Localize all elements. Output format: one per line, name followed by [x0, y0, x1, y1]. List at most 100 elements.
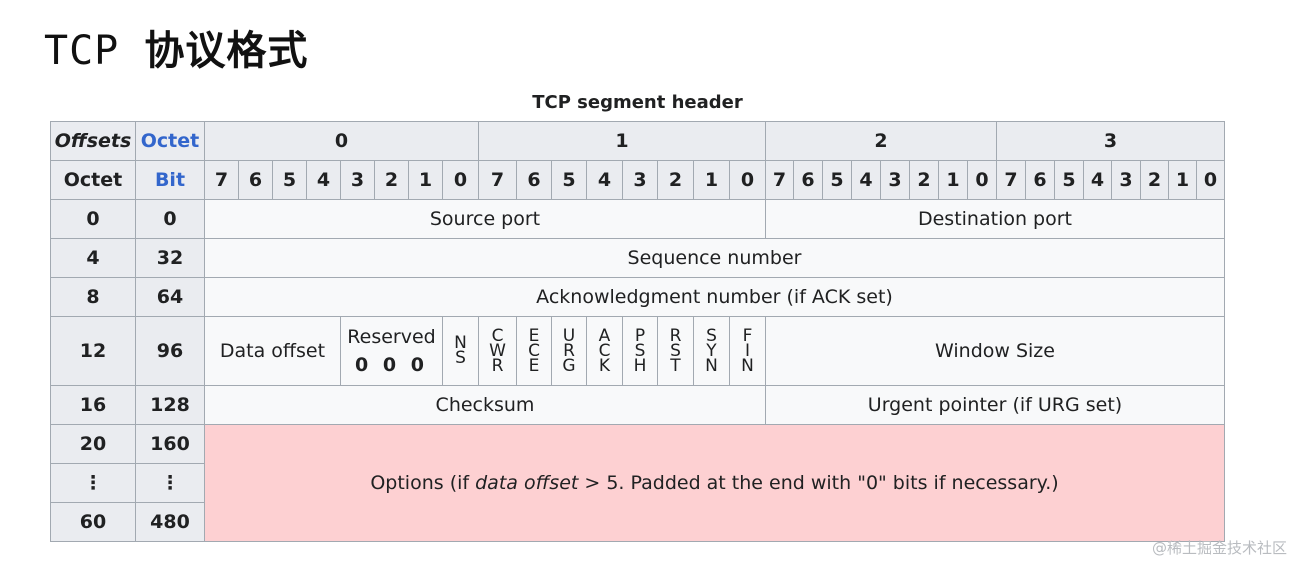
- flag-letter: C: [491, 325, 504, 346]
- octet-3-header: 3: [996, 121, 1225, 161]
- table-row: 60 480: [50, 502, 1225, 542]
- flag-letter: T: [670, 355, 681, 376]
- bit-label: 1: [693, 160, 730, 200]
- destination-port-field: Destination port: [765, 199, 1225, 239]
- bit-label: 2: [657, 160, 694, 200]
- row-bit: 160: [135, 424, 205, 464]
- flag-letter: C: [528, 340, 540, 361]
- bit-label: 2: [1140, 160, 1169, 200]
- sequence-number-field: Sequence number: [204, 238, 1225, 278]
- row-bit: 64: [135, 277, 205, 317]
- row-octet: 12: [50, 316, 136, 386]
- flag-letter: S: [670, 340, 681, 361]
- bit-label: 1: [938, 160, 968, 200]
- flag-letter: C: [598, 340, 611, 361]
- bit-left-label: Bit: [135, 160, 205, 200]
- flag-letter: N: [705, 355, 718, 376]
- flag-letter: I: [744, 340, 750, 361]
- row-bit: 32: [135, 238, 205, 278]
- page-title-latin: TCP: [44, 28, 145, 74]
- reserved-bits: 0 0 0: [355, 354, 428, 376]
- options-text-pre: Options (if: [370, 472, 476, 494]
- bit-label: 2: [909, 160, 939, 200]
- flag-letter: R: [669, 325, 682, 346]
- row-bit: ⋮: [135, 463, 205, 503]
- reserved-label: Reserved: [347, 326, 436, 348]
- flag-letter: E: [528, 355, 540, 376]
- row-octet: 20: [50, 424, 136, 464]
- row-octet: 0: [50, 199, 136, 239]
- octet-1-header: 1: [478, 121, 766, 161]
- table-caption: TCP segment header: [532, 92, 743, 113]
- row-octet: 8: [50, 277, 136, 317]
- ack-number-field: Acknowledgment number (if ACK set): [204, 277, 1225, 317]
- table-row: 16 128 Checksum Urgent pointer (if URG s…: [50, 385, 1225, 425]
- bit-label: 6: [516, 160, 552, 200]
- flag-letter: N: [741, 355, 754, 376]
- options-text-post: > 5. Padded at the end with "0" bits if …: [578, 472, 1059, 494]
- flag-letter: P: [634, 325, 646, 346]
- bit-label: 5: [551, 160, 587, 200]
- flag-letter: F: [742, 325, 753, 346]
- row-octet: 4: [50, 238, 136, 278]
- table-row: 8 64 Acknowledgment number (if ACK set): [50, 277, 1225, 317]
- bit-label: 2: [374, 160, 409, 200]
- row-bit: 96: [135, 316, 205, 386]
- flag-letter: U: [562, 325, 576, 346]
- urgent-pointer-field: Urgent pointer (if URG set): [765, 385, 1225, 425]
- window-size-field: Window Size: [765, 316, 1225, 386]
- flag-letter: K: [598, 355, 611, 376]
- tcp-header-table: Offsets Octet 0 1 2 3 Octet Bit 7 6 5 4 …: [50, 121, 1225, 542]
- row-bit: 480: [135, 502, 205, 542]
- bit-label: 1: [1168, 160, 1197, 200]
- bit-label: 4: [306, 160, 341, 200]
- bit-label: 0: [729, 160, 766, 200]
- bit-label: 7: [478, 160, 517, 200]
- bit-label: 3: [622, 160, 658, 200]
- bit-label: 7: [996, 160, 1026, 200]
- bit-label: 1: [408, 160, 443, 200]
- octet-header-row: Offsets Octet 0 1 2 3: [50, 121, 1225, 161]
- octet-left-label: Octet: [50, 160, 136, 200]
- source-port-field: Source port: [204, 199, 766, 239]
- row-octet: ⋮: [50, 463, 136, 503]
- octet-2-header: 2: [765, 121, 997, 161]
- row-bit: 0: [135, 199, 205, 239]
- offsets-label: Offsets: [50, 121, 136, 161]
- bit-label: 3: [340, 160, 375, 200]
- bit-label: 4: [1083, 160, 1112, 200]
- bit-label: 0: [1196, 160, 1225, 200]
- options-field: Options (if data offset > 5. Padded at t…: [204, 424, 1225, 542]
- flag-letter: S: [634, 340, 646, 361]
- row-bit: 128: [135, 385, 205, 425]
- bit-label: 4: [851, 160, 881, 200]
- octet-0-header: 0: [204, 121, 479, 161]
- bit-label: 0: [967, 160, 997, 200]
- reserved-field: Reserved 0 0 0: [340, 316, 443, 386]
- bit-label: 7: [204, 160, 239, 200]
- flag-letter: Y: [706, 340, 717, 361]
- data-offset-field: Data offset: [204, 316, 341, 386]
- flag-letter: S: [455, 348, 466, 368]
- flag-letter: N: [454, 333, 467, 353]
- bit-header-row: Octet Bit 7 6 5 4 3 2 1 0 7 6 5 4 3 2 1 …: [50, 160, 1225, 200]
- bit-label: 0: [442, 160, 479, 200]
- flag-letter: W: [489, 340, 506, 361]
- row-octet: 16: [50, 385, 136, 425]
- bit-label: 7: [765, 160, 794, 200]
- row-octet: 60: [50, 502, 136, 542]
- flag-letter: A: [598, 325, 611, 346]
- bit-label: 5: [272, 160, 307, 200]
- options-text-em: data offset: [475, 472, 579, 494]
- table-row: 20 160 Options (if data offset > 5. Padd…: [50, 424, 1225, 542]
- bit-label: 6: [793, 160, 823, 200]
- flag-letter: R: [491, 355, 504, 376]
